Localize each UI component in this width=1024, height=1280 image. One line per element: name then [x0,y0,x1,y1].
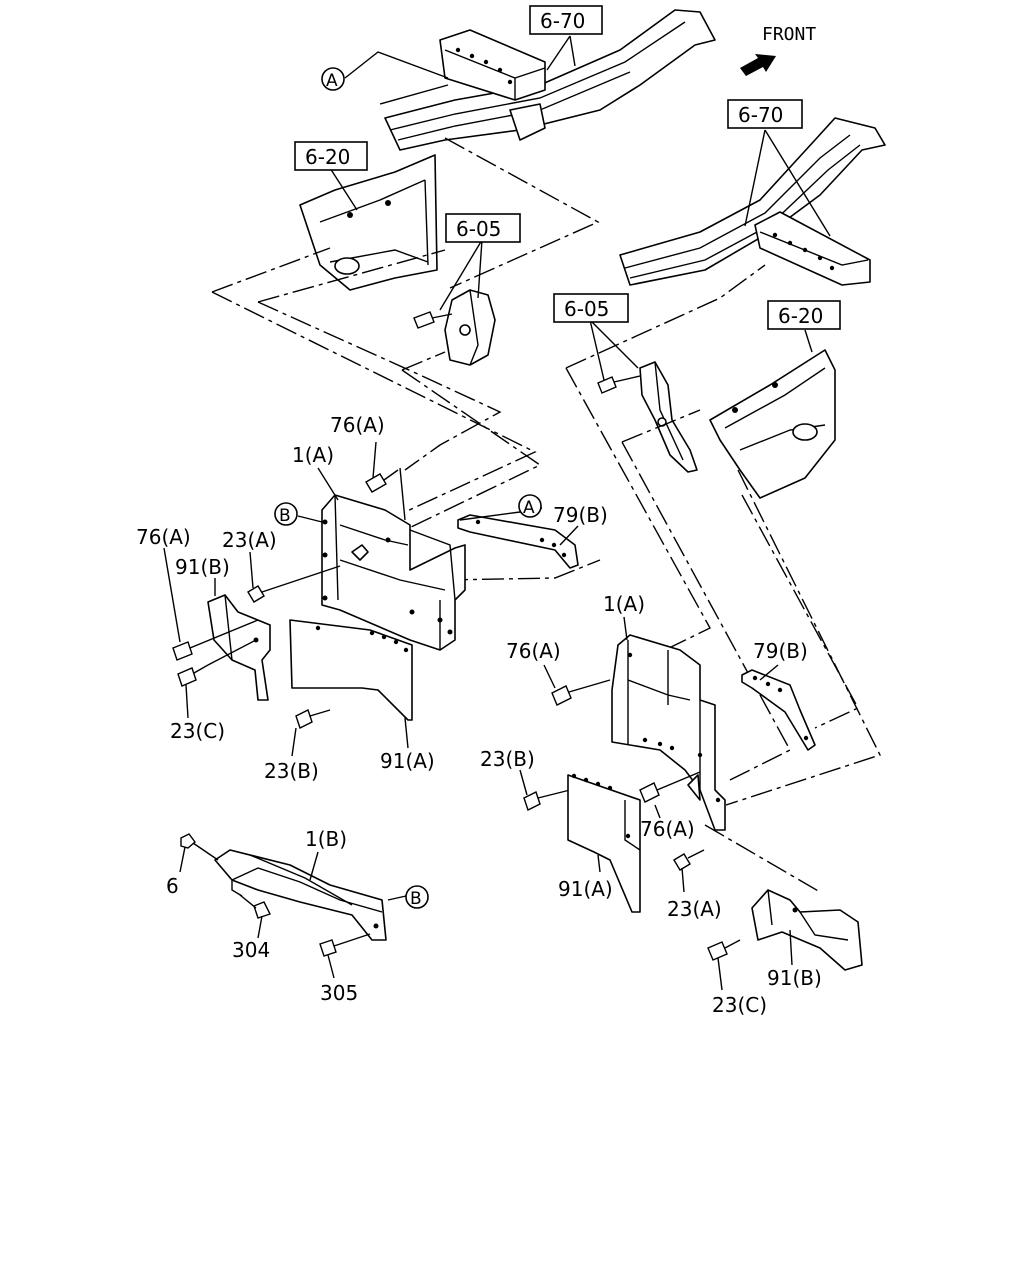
circle-marker-b-left: B [274,502,298,526]
label-bottom-6: 6 [166,874,179,898]
bolt-305 [319,933,371,957]
ref-box-6-70-top: 6-70 [529,5,603,35]
label-right-23c: 23(C) [712,993,767,1017]
mudflap-91a-left [289,619,413,721]
svg-text:6-70: 6-70 [540,9,585,33]
svg-text:B: B [410,889,422,909]
bolt-76a-right-low [639,771,701,803]
bolt-23a-left [247,565,341,603]
mudguard-bracket-1a-right [611,634,726,831]
label-right-23b: 23(B) [480,747,535,771]
bolt-23a-right [673,849,705,871]
bolt-23b-left [295,709,331,729]
ref-box-6-05-right: 6-05 [553,293,629,323]
strip-79b-right [741,669,816,751]
bolt-304 [231,880,271,919]
bolt-23b-right [523,789,571,811]
bolt-76a-left-side [172,619,259,661]
label-left-23c: 23(C) [170,719,225,743]
front-label: FRONT [762,24,816,45]
label-bottom-305: 305 [320,981,358,1005]
label-bottom-1b: 1(B) [305,827,347,851]
label-left-91b: 91(B) [175,555,230,579]
label-right-91b: 91(B) [767,966,822,990]
label-right-76a-top: 76(A) [506,639,561,663]
frame-rail-right [619,117,886,286]
label-left-76a-side: 76(A) [136,525,191,549]
front-arrow-icon [740,54,776,76]
bracket-6-05-left [413,289,496,366]
bolt-23c-left [177,639,257,687]
label-left-23b: 23(B) [264,759,319,783]
label-right-23a: 23(A) [667,897,722,921]
ref-box-6-20-right: 6-20 [767,300,841,330]
bolt-23c-right [707,939,741,961]
bracket-6-20-right [709,349,836,499]
circle-marker-a-left: A [518,494,542,518]
label-left-79b: 79(B) [553,503,608,527]
svg-text:6-70: 6-70 [738,103,783,127]
bolt-76a-left-top [365,467,406,521]
svg-text:A: A [523,498,535,518]
label-right-1a: 1(A) [603,592,645,616]
bracket-6-05-right [597,361,698,473]
label-left-91a: 91(A) [380,749,435,773]
circle-marker-a-top: A [321,67,345,91]
svg-text:6-20: 6-20 [778,304,823,328]
bracket-1b [214,849,387,941]
svg-text:A: A [326,71,338,91]
strip-79b-left [457,514,579,569]
mudguard-bracket-1a-left [321,494,466,651]
label-left-23a: 23(A) [222,528,277,552]
circle-marker-b-bottom: B [405,885,429,909]
label-left-76a-top: 76(A) [330,413,385,437]
label-right-79b: 79(B) [753,639,808,663]
nut-6 [180,833,219,861]
bracket-6-20-left [299,154,438,291]
svg-text:B: B [279,506,291,526]
label-left-1a: 1(A) [292,443,334,467]
ref-box-6-20-left: 6-20 [294,141,368,171]
svg-text:6-20: 6-20 [305,145,350,169]
label-right-76a-low: 76(A) [640,817,695,841]
bolt-76a-right-top [551,679,611,706]
flap-91b-left [207,594,271,701]
mudflap-91a-right [567,773,641,913]
label-right-91a: 91(A) [558,877,613,901]
ref-box-6-70-right: 6-70 [727,99,803,129]
frame-rail-top [384,9,716,151]
label-bottom-304: 304 [232,938,270,962]
svg-text:6-05: 6-05 [456,217,501,241]
ref-box-6-05-left: 6-05 [445,213,521,243]
flap-91b-right [751,889,863,971]
svg-text:6-05: 6-05 [564,297,609,321]
